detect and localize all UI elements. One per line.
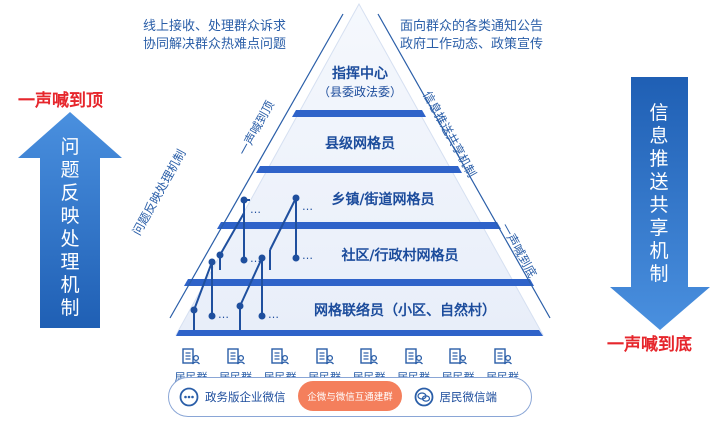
layer-community: 社区/行政村网格员 (341, 248, 459, 264)
top-note-right-line2: 政府工作动态、政策宣传 (400, 37, 544, 52)
building-user-icon (315, 348, 334, 365)
chat-bubble-icon (179, 387, 199, 407)
bar-left: 政务版企业微信 (179, 387, 286, 407)
layer-command-sub: （县委政法委） (317, 85, 402, 99)
ellipsis-1: … (250, 203, 261, 216)
band-3 (217, 222, 501, 229)
ellipsis-2: … (302, 200, 313, 213)
right-down-arrow (610, 77, 710, 330)
right-arrow-text: 信息推送共享机制 (649, 102, 669, 285)
left-up-arrow (18, 112, 122, 328)
ellipsis-5: … (218, 308, 229, 321)
left-arrow-text: 问题反映处理机制 (60, 136, 80, 319)
building-user-icon (271, 348, 289, 365)
left-side-guide (169, 13, 344, 319)
interconnect-pill: 企微与微信互通建群 (298, 381, 402, 411)
bar-right-label: 居民微信端 (439, 390, 498, 404)
network-lines (193, 197, 297, 330)
bar-left-label: 政务版企业微信 (205, 390, 286, 404)
band-1 (292, 110, 426, 117)
right-side-guide (377, 13, 551, 319)
layer-liaison: 网格联络员（小区、自然村） (314, 303, 496, 319)
top-note-left-line2: 协同解决群众热难点问题 (143, 37, 287, 52)
layer-command-title: 指挥中心 (332, 66, 388, 82)
ellipsis-6: … (268, 308, 279, 321)
layer-township: 乡镇/街道网格员 (331, 192, 435, 208)
building-user-icon (449, 348, 467, 365)
right-red-label: 一声喊到底 (607, 335, 692, 355)
top-note-right: 面向群众的各类通知公告 政府工作动态、政策宣传 (400, 18, 543, 54)
band-4 (184, 279, 534, 286)
top-note-left-line1: 线上接收、处理群众诉求 (143, 19, 287, 34)
building-user-icon (226, 348, 245, 365)
building-user-icon (360, 348, 378, 365)
building-user-icon (493, 348, 512, 365)
left-red-label: 一声喊到顶 (18, 91, 103, 111)
top-note-left: 线上接收、处理群众诉求 协同解决群众热难点问题 (143, 18, 286, 54)
top-note-right-line1: 面向群众的各类通知公告 (400, 19, 544, 34)
ellipsis-3: … (250, 252, 261, 265)
wechat-icon (414, 387, 433, 407)
bar-right: 居民微信端 (414, 387, 498, 407)
building-user-icon (404, 348, 423, 365)
band-2 (256, 166, 462, 173)
ellipsis-4: … (302, 249, 313, 262)
band-5 (176, 330, 543, 336)
layer-county: 县级网格员 (325, 136, 395, 152)
network-nodes (190, 194, 300, 320)
building-user-icon (182, 348, 200, 365)
